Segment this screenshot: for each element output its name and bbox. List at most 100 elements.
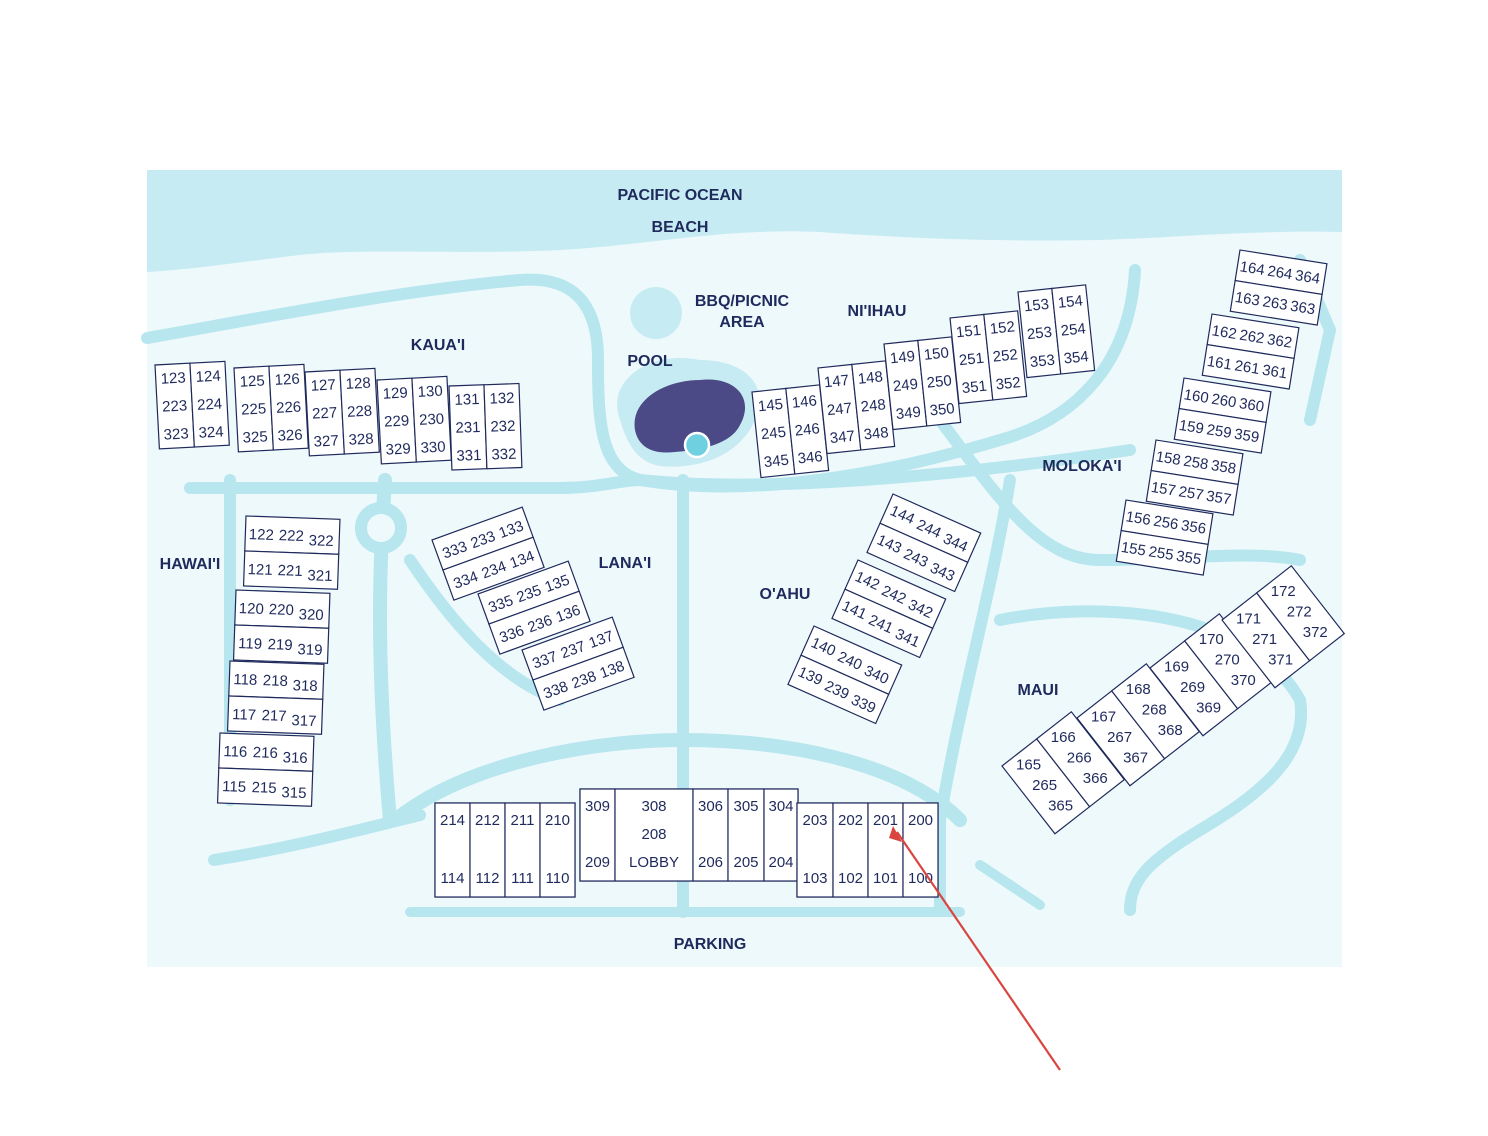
unit-pointer-arrow (889, 826, 1061, 1071)
unit-number: 123 (160, 369, 186, 387)
unit-stack-outline (831, 588, 934, 659)
unit-number: 329 (385, 440, 411, 458)
unit-number: 167 (1091, 708, 1116, 725)
unit-number: 360 (1238, 395, 1265, 416)
unit-number: 347 (829, 428, 856, 448)
arrow-shaft (896, 831, 1061, 1071)
unit-number: 260 (1210, 391, 1237, 412)
unit-number: 358 (1210, 457, 1237, 478)
unit-number: 369 (1196, 699, 1221, 716)
unit-number: 127 (310, 376, 336, 394)
unit-number: 250 (926, 372, 953, 392)
unit-number: 132 (489, 390, 515, 408)
unit-stack-outline (866, 522, 969, 593)
unit-number: 110 (546, 870, 570, 887)
unit-number: 269 (1180, 679, 1205, 696)
unit-number: 249 (892, 376, 919, 396)
unit-number: 155 (1120, 539, 1147, 560)
pool-water (634, 379, 746, 453)
unit-number: 124 (195, 368, 221, 386)
unit-number: 317 (291, 712, 317, 730)
unit-number: 149 (889, 348, 916, 368)
building-kauai: 1232233231242243241252253251262263261272… (154, 360, 523, 471)
unit-stack-outline (483, 382, 523, 470)
unit-number: 271 (1252, 631, 1277, 648)
unit-number: 111 (511, 870, 534, 887)
unit-number: 359 (1233, 426, 1260, 447)
